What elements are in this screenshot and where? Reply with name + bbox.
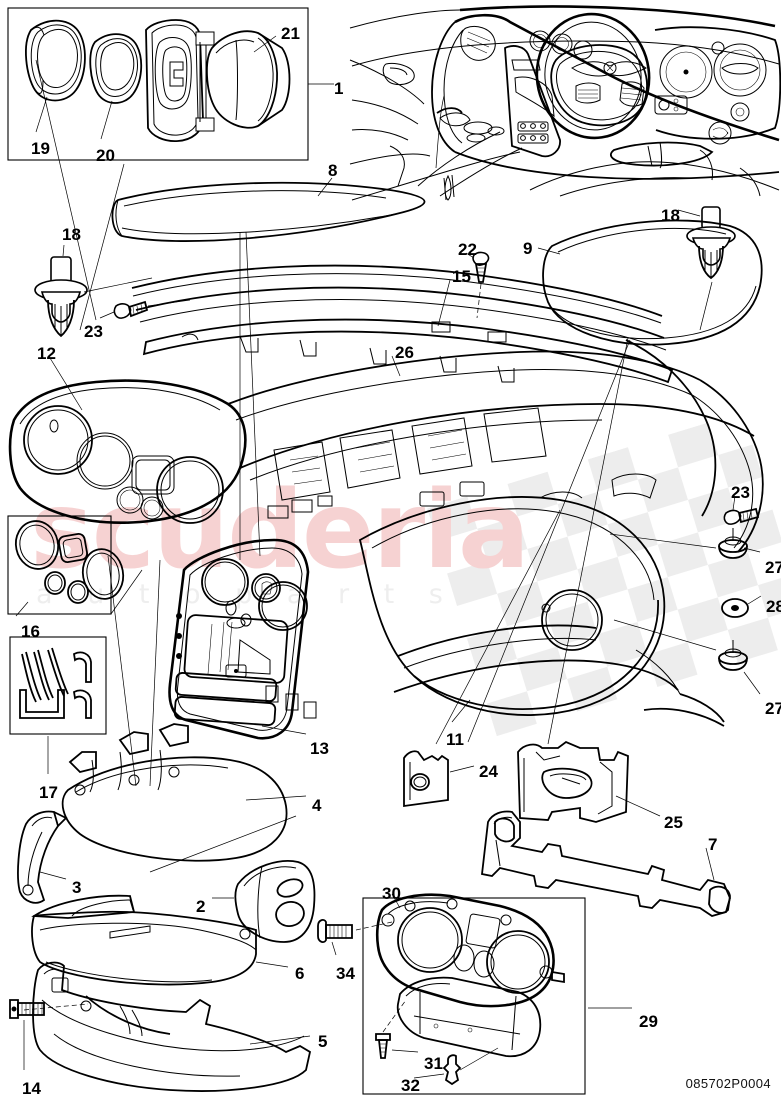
callout-17: 17: [39, 783, 58, 802]
callout-30: 30: [382, 884, 401, 903]
callout-28: 28: [766, 597, 781, 616]
callout-15: 15: [452, 267, 471, 286]
dash-cluster-surround-part-12: [8, 339, 764, 727]
callout-24: 24: [479, 762, 498, 781]
tapping-screw-part-22: [465, 251, 490, 319]
callout-32: 32: [401, 1076, 420, 1095]
callout-29: 29: [639, 1012, 658, 1031]
callout-27-upper: 27: [765, 558, 781, 577]
clip-retainer-set-part-17: [19, 647, 92, 774]
lower-dash-panel-part-4: [61, 723, 307, 873]
construction-leaders: [35, 59, 631, 787]
vehicle-interior-illustration: [349, 5, 781, 201]
callout-4: 4: [312, 796, 322, 815]
callout-13: 13: [310, 739, 329, 758]
flanged-bolt-part-34: [317, 919, 353, 956]
callout-23-right: 23: [731, 483, 750, 502]
cluster-assembly-box: [362, 897, 586, 1095]
callout-16: 16: [21, 622, 40, 641]
side-end-cap-part-3: [17, 810, 68, 904]
callout-14: 14: [22, 1079, 41, 1098]
callout-18-left: 18: [62, 225, 81, 244]
callout-5: 5: [318, 1032, 328, 1051]
callout-25: 25: [664, 813, 683, 832]
upper-cover-pad-part-6: [31, 894, 289, 986]
callout-6: 6: [295, 964, 305, 983]
callout-21: 21: [281, 24, 300, 43]
trim-clip-part-18-left: [34, 244, 153, 338]
module-bracket-part-25: [517, 740, 661, 823]
instrument-cluster-assembly-part-29: [355, 893, 632, 1086]
clip-retainer-set-box: [9, 636, 107, 735]
callout-19: 19: [31, 139, 50, 158]
reinforcement-bracket-part-7: [481, 810, 731, 917]
centre-console-trim-part-13: [168, 538, 310, 740]
callout-2: 2: [196, 897, 206, 916]
steering-column-shroud-part-2: [212, 860, 316, 943]
callout-22: 22: [458, 240, 477, 259]
callout-8: 8: [328, 161, 338, 180]
callout-34: 34: [336, 964, 355, 983]
callout-1: 1: [334, 79, 344, 98]
bezel-ring-set-box: [7, 515, 112, 615]
callout-11: 11: [446, 730, 464, 749]
callout-12: 12: [37, 344, 56, 363]
bezel-ring-set-part-16: [14, 520, 143, 617]
tapping-screw-part-23-left: [99, 299, 191, 319]
spring-nut-clip-part-24: [403, 750, 475, 808]
callout-3: 3: [72, 878, 82, 897]
passenger-pad-part-9: [537, 219, 763, 346]
callout-18-right: 18: [661, 206, 680, 225]
callout-23-left: 23: [84, 322, 103, 341]
callout-7: 7: [708, 835, 718, 854]
fastener-column-right: [609, 495, 762, 695]
defroster-rail-part-26: [131, 264, 674, 384]
callout-31: 31: [424, 1054, 443, 1073]
hex-bolt-part-14: [9, 999, 45, 1070]
vent-parts-group: [25, 19, 334, 142]
callout-9: 9: [523, 239, 533, 258]
glove-box-part-5: [23, 961, 312, 1092]
callout-26: 26: [395, 343, 414, 362]
callout-27-lower: 27: [765, 699, 781, 718]
callout-20: 20: [96, 146, 115, 165]
drawing-code: 085702P0004: [685, 1076, 771, 1091]
upper-dash-pad-part-8: [111, 177, 426, 242]
